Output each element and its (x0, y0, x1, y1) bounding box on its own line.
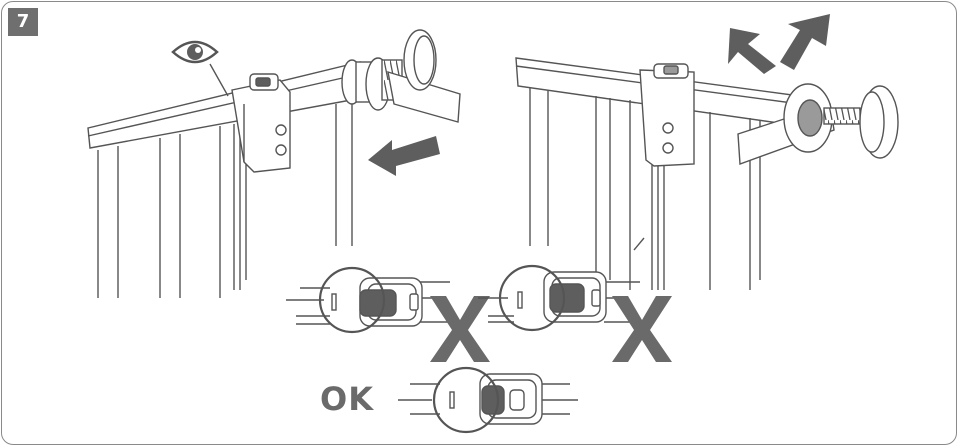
detail-wrong-1 (286, 266, 450, 334)
rotate-arrows-icon (728, 14, 830, 74)
x-mark-icon (430, 296, 490, 362)
detail-ok (398, 366, 578, 434)
ok-label: OK (320, 380, 374, 418)
eye-icon (171, 40, 219, 64)
right-gate (515, 57, 899, 290)
arrow-left-icon (368, 136, 440, 176)
left-gate (87, 29, 461, 298)
x-mark-icon-2 (612, 296, 672, 362)
step-number-badge: 7 (8, 8, 38, 36)
